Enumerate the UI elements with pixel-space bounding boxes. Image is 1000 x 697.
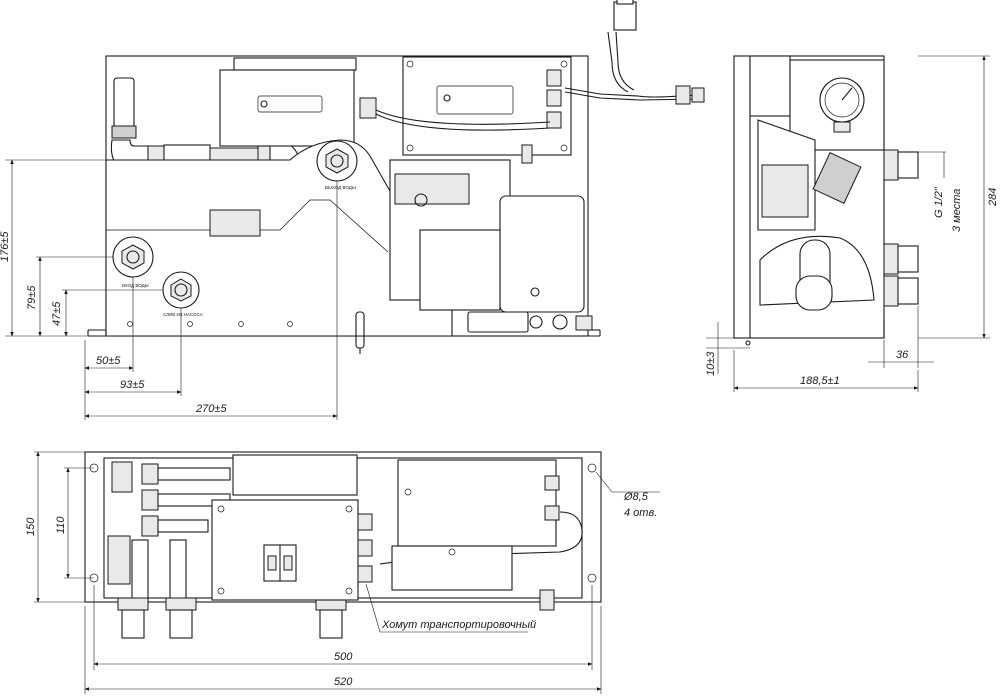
drain-port-nut <box>170 278 192 302</box>
pump-rear <box>419 229 501 311</box>
drain-port <box>174 283 188 297</box>
inlet-label: ВХОД ВОДЫ <box>122 283 149 288</box>
gland-3 <box>546 111 562 129</box>
inlet-port-nut <box>121 244 145 270</box>
air-vent <box>113 77 135 129</box>
gland-2 <box>546 89 562 107</box>
controller-label-plate <box>436 85 514 115</box>
dim-500: 500 <box>334 651 353 663</box>
drain-label: СЛИВ ИЗ НАСОСА <box>163 312 203 317</box>
side-port-nut-1 <box>883 149 899 181</box>
side-dimensions: G 1/2" 3 места 284 36 10±3 188,5±1 <box>705 55 999 392</box>
dim-50: 50±5 <box>96 355 121 367</box>
dim-93: 93±5 <box>120 379 145 391</box>
motor-label-plate <box>257 95 323 113</box>
front-view: ВЫХОД ВОДЫ ВХОД ВОДЫ СЛИВ ИЗ НАСОСА <box>87 0 705 354</box>
plan-dimensions: 150 110 Ø8,5 4 отв. Хомут транспортирово… <box>25 451 660 694</box>
side-port-nut-3 <box>883 275 899 307</box>
plan-port-3 <box>319 609 343 639</box>
plan-pipe-1 <box>157 467 231 481</box>
dim-47: 47±5 <box>51 301 63 326</box>
plan-ground-stud <box>539 589 555 611</box>
clamp-label: Хомут транспортировочный <box>381 619 536 631</box>
mount-hole-2 <box>587 463 597 473</box>
dim-110: 110 <box>55 516 67 534</box>
vent-nut <box>111 125 137 139</box>
nameplate <box>467 311 529 333</box>
logo-mark <box>260 100 268 108</box>
side-view <box>733 55 919 346</box>
side-port-1 <box>897 151 919 179</box>
dim-hole-dia: Ø8,5 <box>623 491 649 503</box>
usb-plug <box>613 1 637 31</box>
pump-head <box>394 173 470 205</box>
plan-controller <box>397 459 557 547</box>
side-port-nut-2 <box>883 243 899 275</box>
dim-520: 520 <box>334 676 353 688</box>
indicator-light <box>529 315 543 329</box>
plan-pump <box>391 545 513 591</box>
dim-79: 79±5 <box>26 285 38 310</box>
gland-1 <box>546 69 562 87</box>
cable-gland <box>359 97 377 119</box>
side-port-2 <box>897 245 919 273</box>
dim-10: 10±3 <box>705 351 717 376</box>
dim-188: 188,5±1 <box>800 375 840 387</box>
motor-cap <box>233 57 357 71</box>
pump-motor-part <box>209 209 261 237</box>
plan-inlet-block <box>107 535 131 585</box>
side-top-block <box>749 55 791 117</box>
dim-thread-count: 3 места <box>951 189 963 232</box>
dim-150: 150 <box>25 517 37 536</box>
dim-284: 284 <box>987 188 999 207</box>
connector <box>675 85 691 105</box>
ground-terminal <box>552 314 568 330</box>
motor-block <box>219 69 355 147</box>
dim-36: 36 <box>896 349 909 361</box>
inlet-port <box>126 250 140 264</box>
dim-176: 176±5 <box>0 231 11 262</box>
plan-port-1 <box>121 609 145 639</box>
plan-port-nut-2 <box>165 597 197 611</box>
plan-fitting-1 <box>111 461 133 493</box>
outlet-port-nut <box>325 148 349 174</box>
plan-pipe-3 <box>157 519 209 533</box>
side-module <box>761 164 809 218</box>
mount-hole-4 <box>587 573 597 583</box>
dim-thread: G 1/2" <box>933 186 945 218</box>
plan-view <box>84 451 602 639</box>
dim-270: 270±5 <box>195 403 227 415</box>
side-valve <box>812 152 862 204</box>
pump-motor <box>499 195 585 313</box>
dim-hole-count: 4 отв. <box>624 507 657 519</box>
front-dimensions: 176±5 79±5 47±5 50±5 93±5 270±5 <box>0 159 338 420</box>
side-port-3 <box>897 277 919 305</box>
plan-port-nut-1 <box>117 597 149 611</box>
outlet-port <box>330 154 344 168</box>
plan-port-2 <box>169 609 193 639</box>
outlet-label: ВЫХОД ВОДЫ <box>325 185 356 190</box>
plan-motor <box>232 454 358 496</box>
controller-box <box>402 56 572 156</box>
